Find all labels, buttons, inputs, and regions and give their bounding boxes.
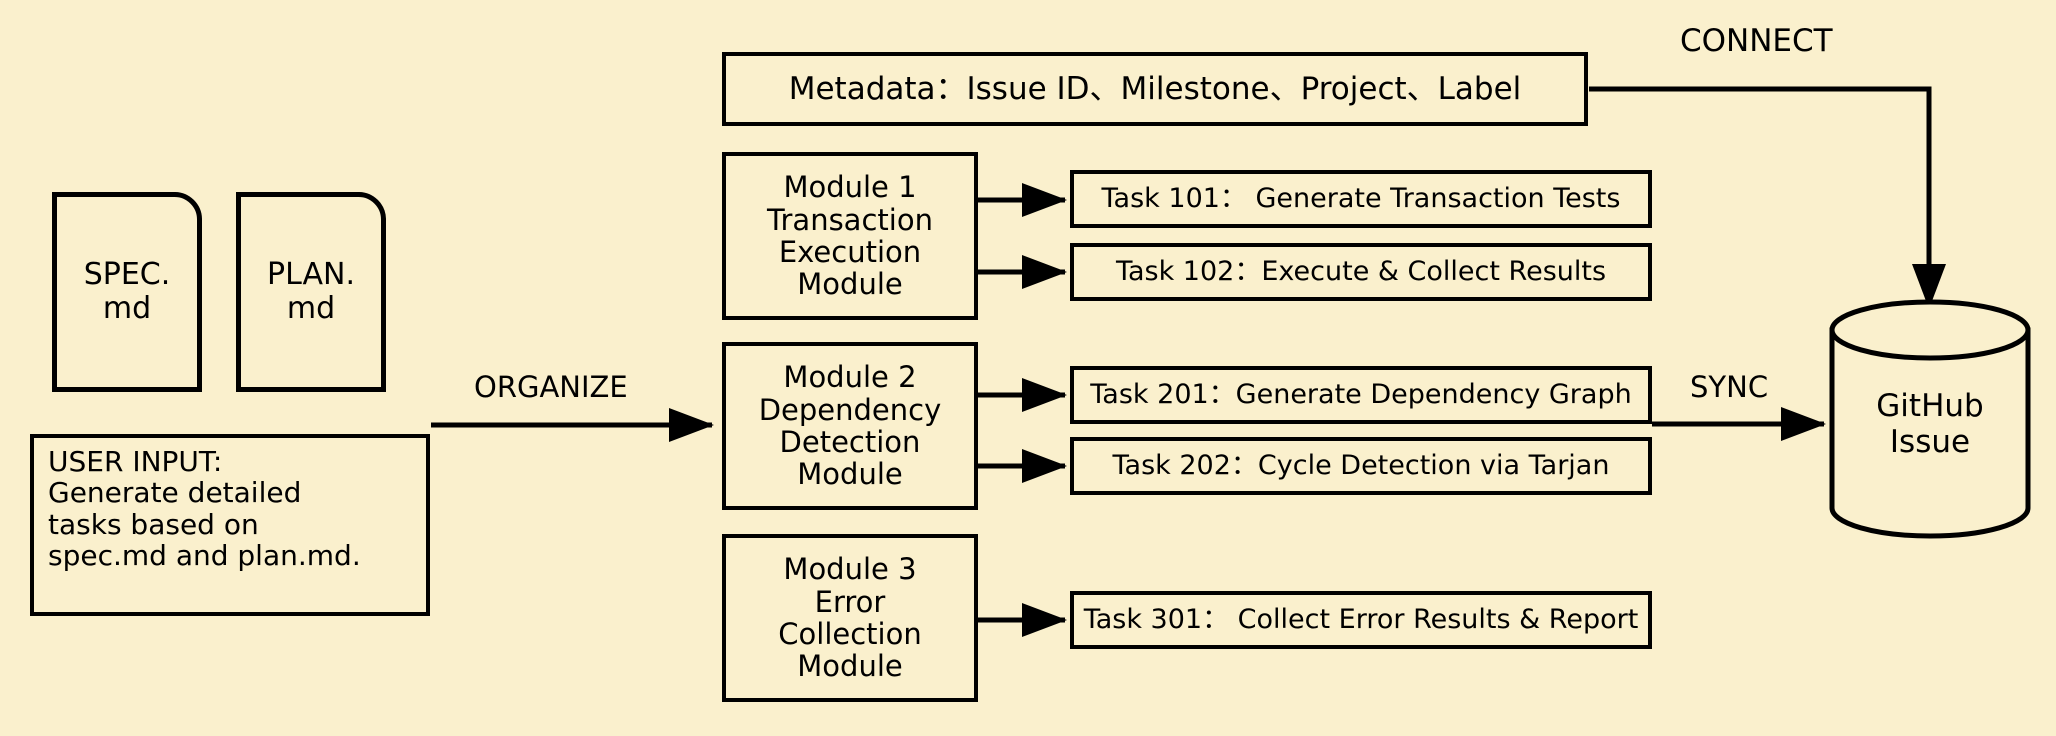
edge-label-organize: ORGANIZE — [474, 370, 628, 404]
user-input-box[interactable]: USER INPUT: Generate detailed tasks base… — [30, 434, 430, 616]
input-doc-spec[interactable]: SPEC. md — [52, 192, 202, 392]
github-issue-label[interactable]: GitHub Issue — [1876, 388, 1984, 460]
task-202-box[interactable]: Task 202：Cycle Detection via Tarjan — [1070, 437, 1652, 495]
document-shape-icon — [236, 192, 386, 392]
edge-label-connect: CONNECT — [1680, 23, 1833, 59]
task-101-box[interactable]: Task 101： Generate Transaction Tests — [1070, 170, 1652, 228]
metadata-box[interactable]: Metadata：Issue ID、Milestone、Project、Labe… — [722, 52, 1588, 126]
input-doc-plan-label: PLAN. md — [267, 257, 355, 326]
module-1-box[interactable]: Module 1 Transaction Execution Module — [722, 152, 978, 320]
module-2-box[interactable]: Module 2 Dependency Detection Module — [722, 342, 978, 510]
module-3-box[interactable]: Module 3 Error Collection Module — [722, 534, 978, 702]
edge-connect-metadata-github — [1589, 86, 1947, 309]
edge-label-sync: SYNC — [1690, 370, 1769, 404]
task-102-box[interactable]: Task 102：Execute & Collect Results — [1070, 243, 1652, 301]
document-shape-icon — [52, 192, 202, 392]
input-doc-spec-label: SPEC. md — [83, 257, 171, 326]
task-301-box[interactable]: Task 301： Collect Error Results & Report — [1070, 591, 1652, 649]
github-issue-cylinder-shape — [1829, 299, 2031, 539]
task-201-box[interactable]: Task 201：Generate Dependency Graph — [1070, 366, 1652, 424]
input-doc-plan[interactable]: PLAN. md — [236, 192, 386, 392]
